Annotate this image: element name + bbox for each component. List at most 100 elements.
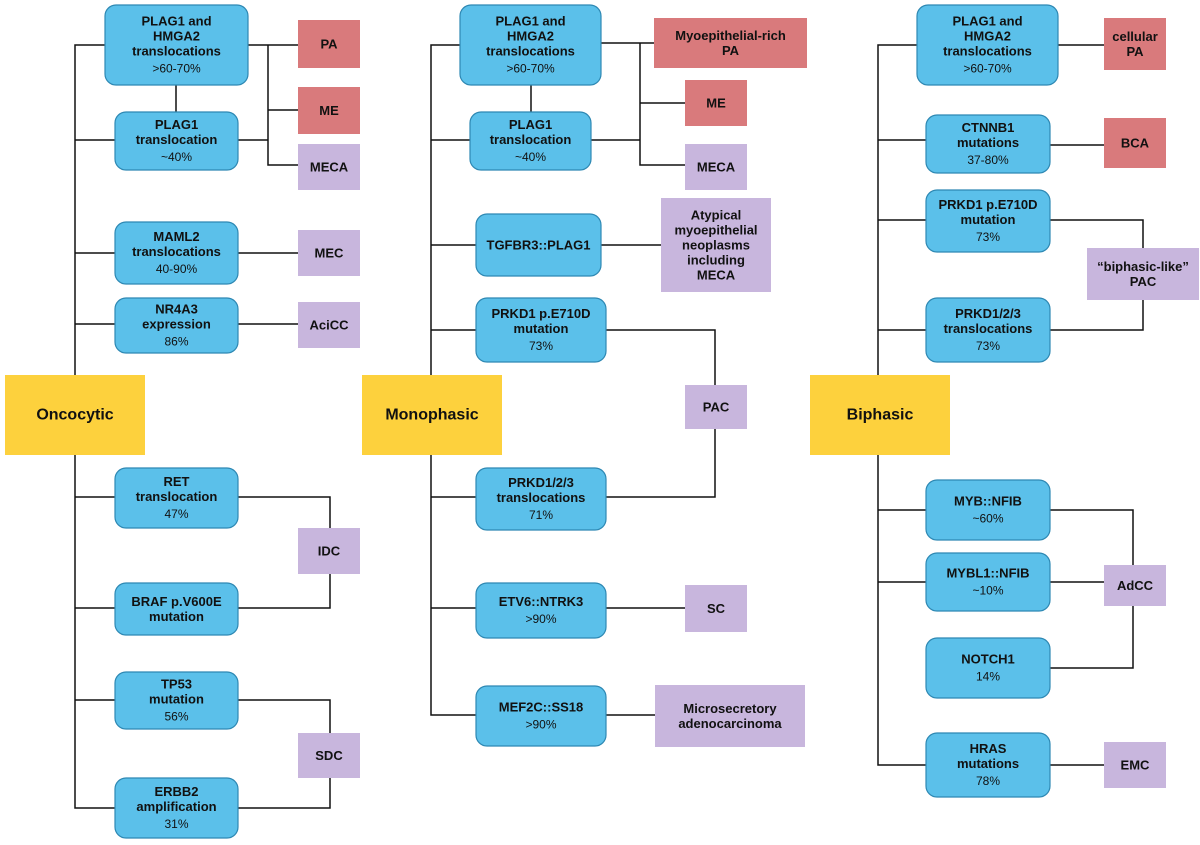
tumor-type-boxes: PAMEMECAMECAciCCIDCSDCMyoepithelial-rich…: [298, 18, 1199, 788]
tumor-c3-adcc: AdCC: [1104, 565, 1166, 606]
genetic-box: [114, 297, 239, 354]
tumor-label: EMC: [1121, 758, 1151, 773]
alteration-name: translocations: [943, 44, 1032, 59]
malignant-tumor-box: [685, 385, 747, 429]
category-label: Monophasic: [385, 407, 478, 424]
alteration-name: PRKD1 p.E710D: [492, 306, 591, 321]
alteration-name: HRAS: [970, 741, 1007, 756]
alteration-frequency: 47%: [164, 507, 188, 521]
tumor-label: MEC: [315, 246, 345, 261]
tumor-label: ME: [319, 103, 339, 118]
alteration-name: PLAG1: [509, 117, 552, 132]
genetic-box: [475, 297, 607, 363]
malignant-tumor-box: [298, 528, 360, 574]
alteration-name: BRAF p.V600E: [131, 594, 222, 609]
tumor-c2-me: ME: [685, 80, 747, 126]
tumor-c3-bca: BCA: [1104, 118, 1166, 168]
category-box: [810, 375, 950, 455]
alteration-frequency: ~60%: [972, 512, 1003, 526]
alteration-name: MYBL1::NFIB: [946, 566, 1029, 581]
alteration-name: translocations: [497, 490, 586, 505]
malignant-tumor-box: [1104, 565, 1166, 606]
alteration-name: NOTCH1: [961, 652, 1014, 667]
genetic-box: [459, 4, 602, 86]
tumor-label: neoplasms: [682, 238, 750, 253]
genetic-alteration-c3-myb: MYB::NFIB~60%: [925, 479, 1051, 541]
benign-tumor-box: [1104, 118, 1166, 168]
alteration-name: PRKD1/2/3: [508, 475, 574, 490]
tumor-label: SC: [707, 601, 726, 616]
tumor-label: AdCC: [1117, 578, 1154, 593]
tumor-c2-atypical: AtypicalmyoepithelialneoplasmsincludingM…: [661, 198, 771, 292]
alteration-name: translocation: [490, 132, 572, 147]
alteration-frequency: 71%: [529, 508, 553, 522]
category-oncocytic: Oncocytic: [5, 375, 145, 455]
category-monophasic: Monophasic: [362, 375, 502, 455]
genetic-box: [925, 479, 1051, 541]
alteration-name: mutations: [957, 756, 1019, 771]
alteration-name: mutation: [149, 692, 204, 707]
alteration-frequency: 73%: [976, 339, 1000, 353]
genetic-box: [925, 297, 1051, 363]
genetic-box: [469, 111, 592, 171]
tumor-label: adenocarcinoma: [678, 716, 782, 731]
alteration-name: translocations: [486, 44, 575, 59]
benign-tumor-box: [298, 87, 360, 134]
tumor-c1-acicc: AciCC: [298, 302, 360, 348]
tumor-label: AciCC: [309, 318, 349, 333]
alteration-name: ERBB2: [154, 784, 198, 799]
tumor-label: MECA: [697, 268, 736, 283]
alteration-name: amplification: [136, 799, 216, 814]
alteration-frequency: >60-70%: [963, 62, 1012, 76]
malignant-tumor-box: [685, 585, 747, 632]
genetic-box: [114, 777, 239, 839]
alteration-name: NR4A3: [155, 302, 198, 317]
tumor-label: MECA: [697, 160, 736, 175]
alteration-name: RET: [164, 474, 190, 489]
genetic-box: [925, 732, 1051, 798]
genetic-alteration-c2-etv6: ETV6::NTRK3>90%: [475, 582, 607, 639]
alteration-frequency: 73%: [529, 339, 553, 353]
alteration-name: MEF2C::SS18: [499, 700, 584, 715]
alteration-name: TGFBR3::PLAG1: [487, 238, 591, 253]
malignant-tumor-box: [298, 302, 360, 348]
alteration-frequency: 31%: [164, 817, 188, 831]
tumor-c1-pa: PA: [298, 20, 360, 68]
genetic-box: [114, 582, 239, 636]
genetic-alteration-c2-tgfbr3: TGFBR3::PLAG1: [475, 213, 602, 277]
alteration-frequency: >60-70%: [152, 62, 201, 76]
benign-tumor-box: [685, 80, 747, 126]
alteration-name: PLAG1 and: [495, 14, 565, 29]
tumor-c2-sc: SC: [685, 585, 747, 632]
alteration-name: mutation: [961, 212, 1016, 227]
malignant-tumor-box: [298, 144, 360, 190]
category-box: [362, 375, 502, 455]
tumor-label: MECA: [310, 160, 349, 175]
alteration-name: mutations: [957, 135, 1019, 150]
alteration-name: PLAG1 and: [952, 14, 1022, 29]
tumor-label: Microsecretory: [683, 701, 777, 716]
tumor-label: IDC: [318, 544, 341, 559]
genetic-box: [104, 4, 249, 86]
alteration-frequency: 37-80%: [967, 153, 1009, 167]
genetic-alteration-c3-mybl1: MYBL1::NFIB~10%: [925, 552, 1051, 612]
genetic-box: [916, 4, 1059, 86]
tumor-label: BCA: [1121, 136, 1150, 151]
tumor-label: Atypical: [691, 208, 742, 223]
alteration-name: MYB::NFIB: [954, 494, 1022, 509]
tumor-label: cellular: [1112, 29, 1158, 44]
alteration-name: mutation: [514, 321, 569, 336]
genetic-box: [475, 213, 602, 277]
tumor-label: myoepithelial: [674, 223, 757, 238]
